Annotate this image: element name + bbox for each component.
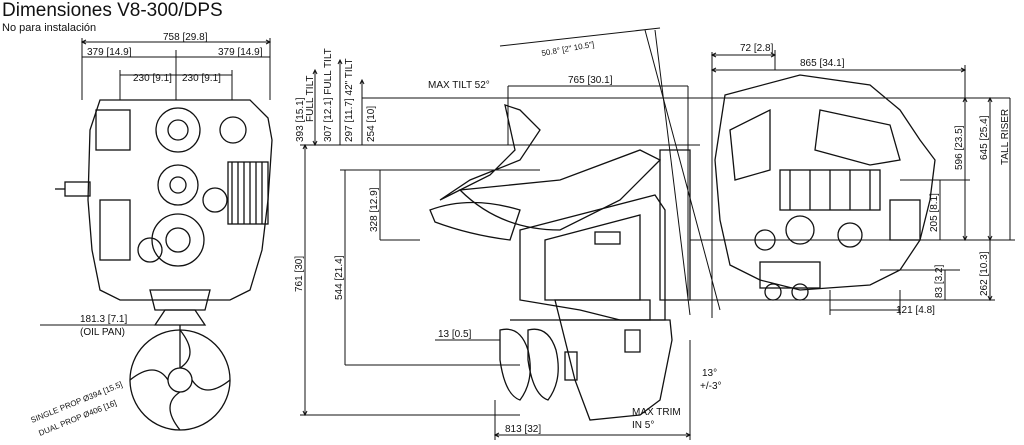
label-oil-pan: (OIL PAN) [80,327,125,338]
label-front-right-inner: 230 [9.1] [182,73,221,84]
label-dim-765: 765 [30.1] [568,75,613,86]
label-dim-813: 813 [32] [505,424,541,435]
front-engine-outline [55,99,273,311]
label-dim-761: 761 [30] [294,256,305,292]
engine-outline [714,74,936,301]
label-angle-508: 50.8° [2" 10.5"] [541,40,595,58]
label-max-tilt: MAX TILT 52° [428,80,490,91]
label-dim-254: 254 [10] [366,106,377,142]
label-dim-205: 205 [8.1] [929,193,940,232]
label-front-right-half: 379 [14.9] [218,47,263,58]
label-max-trim-angle: IN 5° [632,420,654,431]
front-propeller [129,309,231,431]
front-view-dimensions [80,38,272,100]
label-angle-13-tol: +/-3° [700,381,722,392]
label-front-left-half: 379 [14.9] [87,47,132,58]
label-angle-13: 13° [702,368,717,379]
label-dim-865: 865 [34.1] [800,58,845,69]
label-max-trim: MAX TRIM [632,407,681,418]
label-oil-pan-value: 181.3 [7.1] [80,314,127,325]
label-dim-262: 262 [10.3] [979,251,990,296]
label-dim-83: 83 [3.2] [934,264,945,298]
side-view-dimensions [300,27,721,440]
label-front-total-width: 758 [29.8] [163,32,208,43]
side-drive-outline [429,104,691,421]
engine-view-dimensions [690,50,1015,318]
label-dim-72: 72 [2.8] [740,43,774,54]
label-tall-riser: TALL RISER [1000,109,1011,165]
label-front-left-inner: 230 [9.1] [133,73,172,84]
label-dim-328: 328 [12.9] [369,187,380,232]
label-dim-544: 544 [21.4] [334,255,345,300]
label-dim-13: 13 [0.5] [438,329,472,340]
label-full-tilt-307: 307 [12.1] FULL TILT [323,48,334,142]
page-title: Dimensiones V8-300/DPS [2,0,223,21]
label-dim-596: 596 [23.5] [954,125,965,170]
page-subtitle: No para instalación [2,22,97,34]
label-dim-121: 121 [4.8] [896,305,935,316]
label-tilt-297: 297 [11.7] 42" TILT [344,58,355,142]
label-full-tilt-393-note: FULL TILT [305,76,316,123]
label-dim-645: 645 [25.4] [979,115,990,160]
label-full-tilt-393: 393 [15.1] [295,97,306,142]
